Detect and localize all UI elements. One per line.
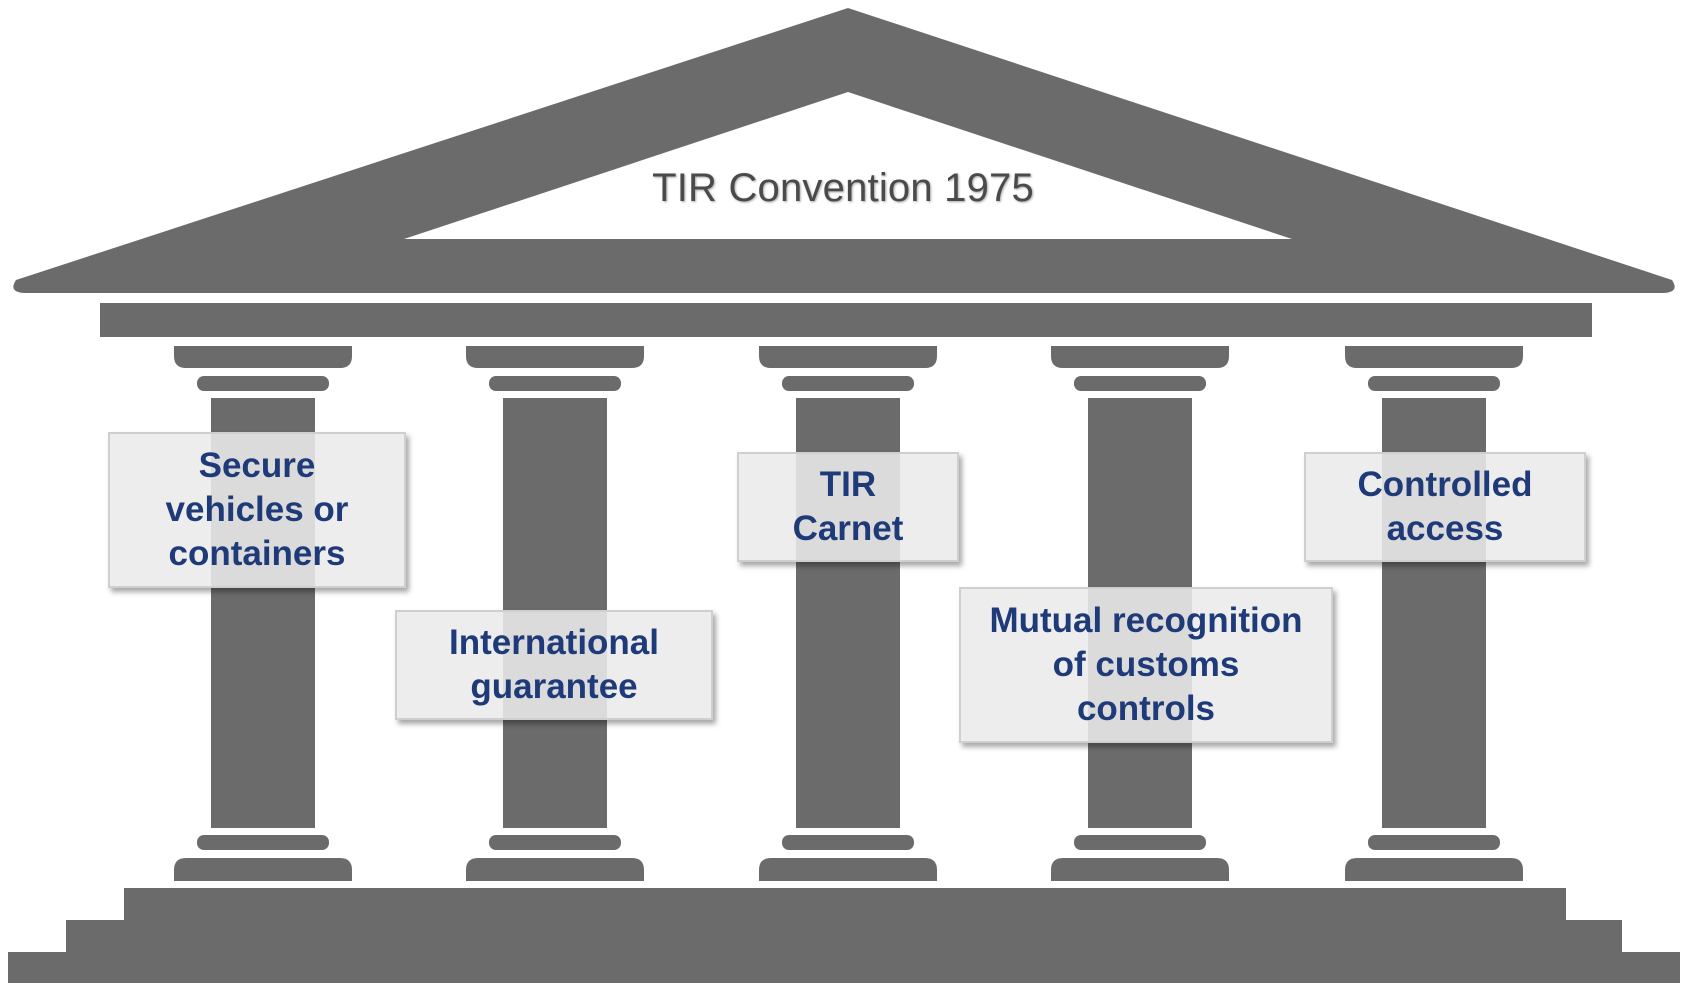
column-base-collar xyxy=(782,835,914,850)
column-base-collar xyxy=(197,835,329,850)
column-base-plinth xyxy=(1051,858,1229,881)
column-capital-top xyxy=(466,346,644,368)
column-capital-top xyxy=(174,346,352,368)
column-base-plinth xyxy=(466,858,644,881)
pillar-label-controlled-access: Controlled access xyxy=(1304,452,1586,562)
column-capital-top xyxy=(1345,346,1523,368)
column-capital-collar xyxy=(782,376,914,391)
pillar-label-secure-vehicles: Secure vehicles or containers xyxy=(108,432,406,588)
pediment-roof xyxy=(13,8,1675,293)
pillar-label-international-guarantee: International guarantee xyxy=(395,610,713,720)
column-capital-collar xyxy=(489,376,621,391)
column-capital-collar xyxy=(1368,376,1500,391)
pillar-label-tir-carnet: TIR Carnet xyxy=(737,452,959,562)
column-base-collar xyxy=(1074,835,1206,850)
column-capital-top xyxy=(759,346,937,368)
pillar-label-mutual-recognition: Mutual recognition of customs controls xyxy=(959,587,1333,743)
column-base-plinth xyxy=(1345,858,1523,881)
architrave-beam xyxy=(100,303,1592,337)
column-base-plinth xyxy=(759,858,937,881)
column-capital-top xyxy=(1051,346,1229,368)
diagram-title: TIR Convention 1975 xyxy=(652,166,1034,210)
column-base-collar xyxy=(489,835,621,850)
column-base-plinth xyxy=(174,858,352,881)
column-base-collar xyxy=(1368,835,1500,850)
column-capital-collar xyxy=(1074,376,1206,391)
base-step-bottom xyxy=(8,952,1680,983)
column-capital-collar xyxy=(197,376,329,391)
